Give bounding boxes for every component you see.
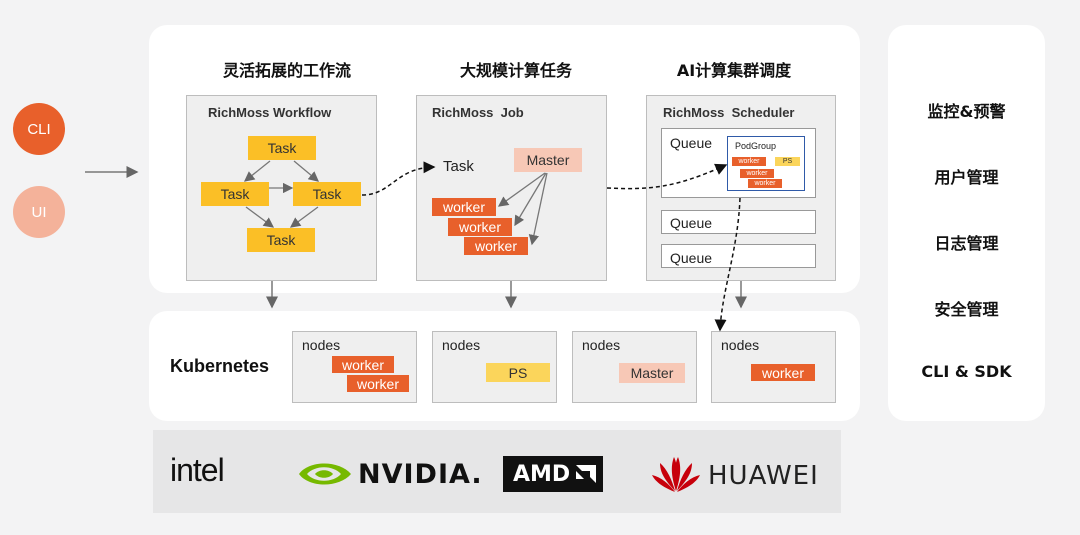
workflow-task-4: Task (247, 228, 315, 252)
job-box-title: RichMoss Job (432, 105, 524, 120)
podgroup-worker-2: worker (740, 169, 774, 178)
job-master: Master (514, 148, 582, 172)
node-label-4: nodes (721, 337, 760, 353)
node4-worker: worker (751, 364, 815, 381)
queue-label-2: Queue (670, 215, 713, 231)
node1-worker-2: worker (347, 375, 409, 392)
vendor-panel (153, 430, 841, 513)
queue-label-3: Queue (670, 250, 713, 266)
podgroup-label: PodGroup (735, 141, 777, 151)
ui-circle: UI (13, 186, 65, 238)
podgroup-worker-3: worker (748, 179, 782, 188)
node1-worker-1: worker (332, 356, 394, 373)
workflow-task-1: Task (248, 136, 316, 160)
kubernetes-label: Kubernetes (170, 356, 270, 376)
huawei-petals-icon (650, 455, 702, 498)
nvidia-logo: NVIDIA. (358, 459, 483, 490)
workflow-task-2: Task (201, 182, 269, 206)
amd-logo: AMD (503, 456, 603, 492)
huawei-logo: HUAWEI (708, 461, 819, 491)
node-label-3: nodes (582, 337, 621, 353)
workflow-box-title: RichMoss Workflow (208, 105, 332, 120)
menu-security-management: 安全管理 (934, 300, 999, 319)
node-label-1: nodes (302, 337, 341, 353)
job-worker-2: worker (448, 218, 512, 236)
menu-user-management: 用户管理 (934, 168, 999, 187)
menu-monitoring: 监控&预警 (927, 102, 1006, 121)
menu-cli-sdk: CLI & SDK (921, 362, 1012, 381)
scheduler-box-title: RichMoss Scheduler (663, 105, 795, 120)
node-label-2: nodes (442, 337, 481, 353)
podgroup-ps: PS (775, 157, 800, 166)
workflow-task-3: Task (293, 182, 361, 206)
amd-logo-text: AMD (513, 461, 571, 487)
node2-ps: PS (486, 363, 550, 382)
menu-log-management: 日志管理 (934, 234, 999, 253)
job-task-label: Task (443, 158, 474, 175)
job-worker-1: worker (432, 198, 496, 216)
scheduler-column-title: AI计算集群调度 (676, 61, 792, 80)
nvidia-eye-icon (295, 456, 353, 497)
feature-panel (888, 25, 1045, 421)
podgroup-worker-1: worker (732, 157, 766, 166)
amd-arrow-icon (576, 465, 597, 483)
intel-logo: intel (170, 452, 225, 488)
node3-master: Master (619, 363, 685, 383)
job-worker-3: worker (464, 237, 528, 255)
queue-label-1: Queue (670, 135, 713, 151)
job-column-title: 大规模计算任务 (459, 61, 572, 80)
cli-circle: CLI (13, 103, 65, 155)
workflow-column-title: 灵活拓展的工作流 (222, 61, 351, 80)
